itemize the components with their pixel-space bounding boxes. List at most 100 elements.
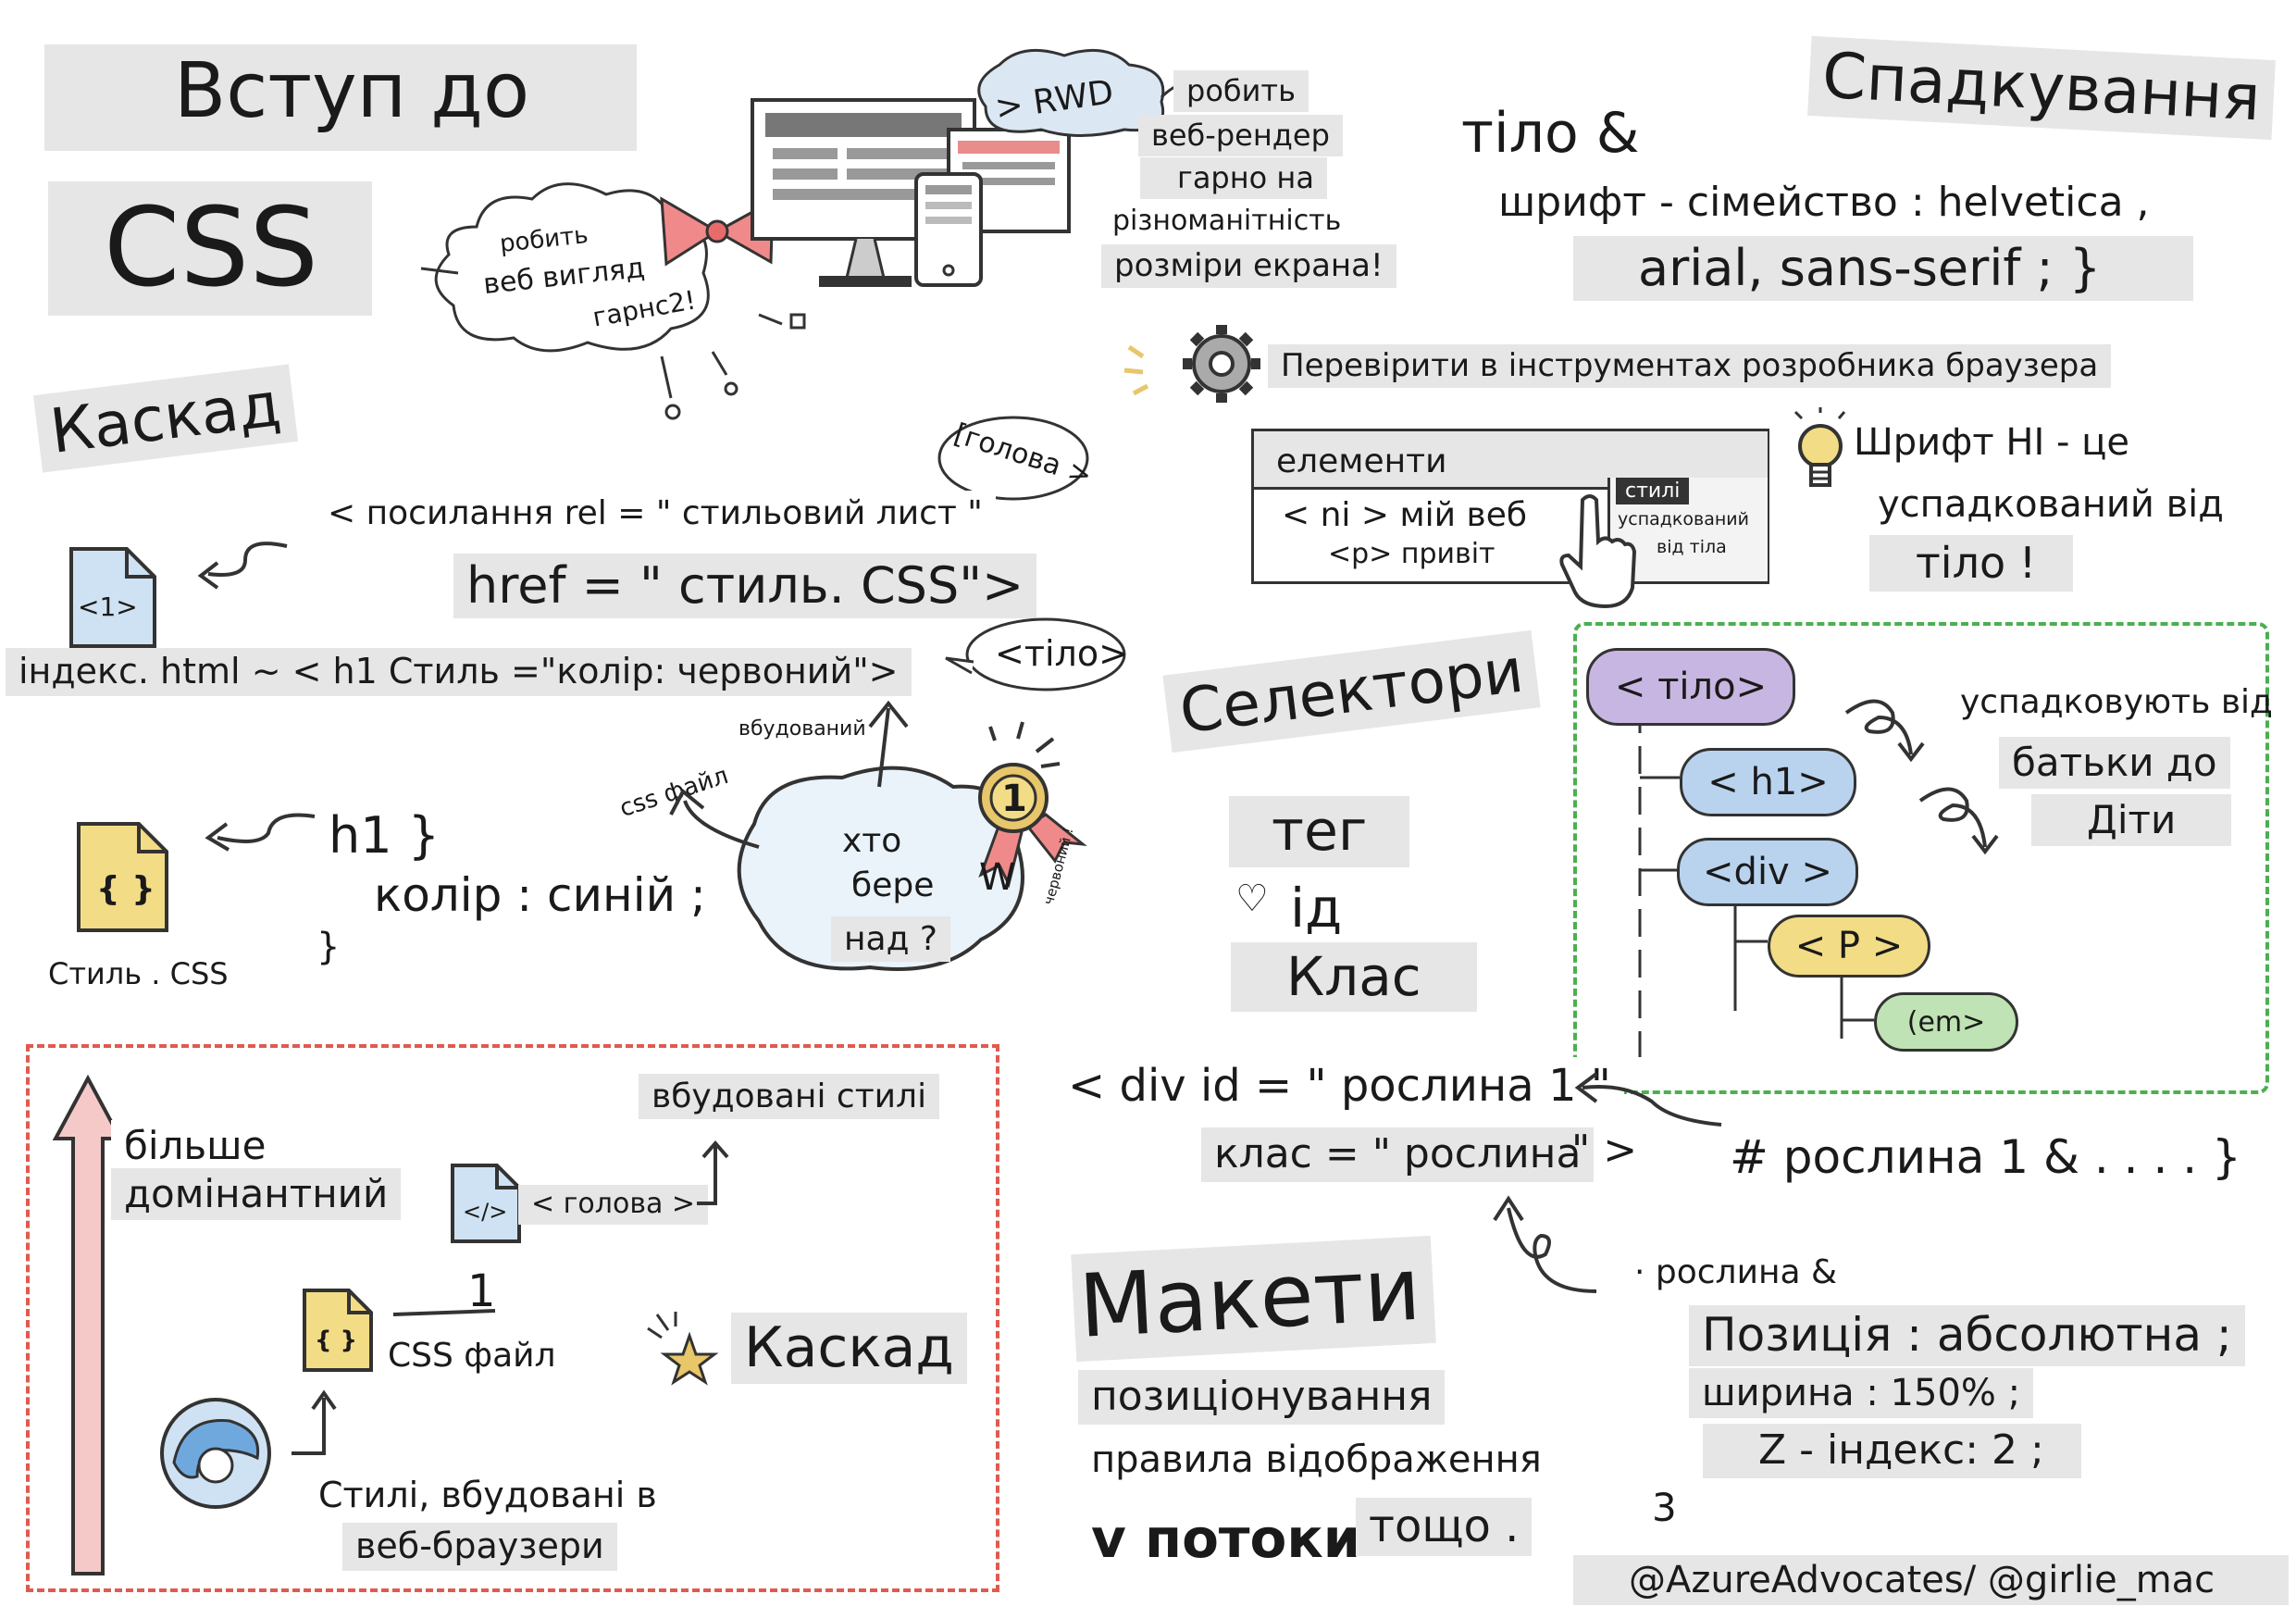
inheritance-code-1: тіло &: [1448, 98, 1653, 169]
inheritance-title: Спадкування: [1807, 35, 2276, 141]
credit: @AzureAdvocates/ @girlie_mac: [1573, 1555, 2290, 1605]
title-line2: CSS: [48, 181, 372, 316]
more-dominant-2: домінантний: [111, 1168, 402, 1221]
selectors-title: Селектори: [1162, 629, 1541, 753]
body-bubble-icon: [945, 617, 1126, 691]
devtools-styles-pane: стилі успадкований від тіла: [1607, 478, 1768, 581]
tip-line-2: успадкований від: [1865, 479, 2237, 529]
inherit-line-3: Діти: [2031, 794, 2232, 847]
selector-tag: тег: [1229, 796, 1410, 867]
href-line: href = " стиль. CSS">: [453, 554, 1037, 619]
tree-lines-icon: [1638, 705, 1874, 1057]
dangle-decor-icon: [660, 313, 806, 420]
devtools-tip: Перевірити в інструментах розробника бра…: [1268, 344, 2112, 389]
html-code-icon-text: </>: [463, 1199, 508, 1225]
browser-line-1: Стилі, вбудовані в: [305, 1472, 670, 1520]
tree-node-div: <div >: [1677, 838, 1858, 906]
html-file-icon: [69, 547, 156, 648]
class-rule-3: ширина : 150% ;: [1689, 1368, 2034, 1418]
inline-label: вбудований: [738, 717, 866, 741]
priority-number: 1: [467, 1265, 496, 1317]
link-line: < посилання rel = " стильовий лист ": [315, 491, 996, 537]
more-dominant-1: більше: [111, 1120, 279, 1173]
tree-node-em: (em>: [1874, 992, 2018, 1052]
rule-line-3: }: [316, 926, 341, 968]
rwd-line-5: розміри екрана!: [1101, 244, 1396, 289]
devtools-row-2: <p> привіт: [1328, 538, 1496, 570]
dominance-arrow-icon: [52, 1074, 124, 1575]
layout-line-3: v потоки: [1078, 1504, 1374, 1574]
title-line1: Вступ до: [44, 44, 637, 151]
curved-arrow-2-icon: [205, 813, 316, 852]
browser-arrow-icon: [292, 1389, 337, 1455]
body-bubble-text: <тіло>: [995, 633, 1128, 674]
layout-line-2: правила відображення: [1078, 1435, 1555, 1485]
browser-logo-icon: [160, 1398, 271, 1509]
selector-class: Клас: [1231, 942, 1477, 1012]
div-line-2-end: " >: [1571, 1127, 1638, 1174]
inline-line: індекс. html ~ < h1 Стиль ="колір: черво…: [6, 648, 912, 696]
inherit-arrows-icon: [1844, 699, 1999, 855]
class-rule-5: 3: [1652, 1485, 1677, 1530]
layouts-title: Макети: [1071, 1235, 1436, 1363]
priority-head-label: < голова >: [518, 1185, 709, 1225]
curved-arrow-icon: [197, 542, 288, 590]
inherit-line-1: успадковують від: [1960, 683, 2273, 721]
class-rule-arrow-icon: [1493, 1195, 1597, 1293]
rwd-line-1: робить: [1173, 70, 1309, 112]
devtools-panel: елементи < ni > мій веб <p> привіт стилі…: [1251, 429, 1769, 584]
gear-icon: [1123, 325, 1260, 403]
rule-line-2: колір : синій ;: [361, 866, 719, 927]
up-arrow-icon: [697, 1140, 729, 1205]
css-braces-text: { }: [315, 1326, 358, 1354]
devtools-from-body-label: від тіла: [1657, 537, 1727, 558]
css-braces-file-icon: [303, 1289, 373, 1372]
inherit-line-2: батьки до: [1999, 737, 2230, 790]
who-line-1: хто: [842, 822, 902, 860]
speech-cloud-icon: [420, 182, 710, 353]
css-file-caption: Стиль . CSS: [35, 953, 242, 995]
css-file-icon: [77, 822, 168, 932]
browser-line-2: веб-браузери: [342, 1523, 617, 1571]
layout-etc: тощо .: [1356, 1498, 1533, 1557]
devtools-row-1: < ni > мій веб: [1282, 496, 1528, 534]
devices-icon: [751, 98, 1071, 287]
css-file-braces: { }: [96, 870, 155, 908]
selector-id: ід: [1277, 874, 1356, 943]
question-blob-icon: [669, 700, 1024, 971]
inheritance-code-3: arial, sans-serif ; }: [1573, 236, 2193, 302]
priority-cascade: Каскад: [731, 1313, 967, 1384]
priority-css-file: CSS файл: [375, 1333, 569, 1379]
class-rule-2: Позиція : абсолютна ;: [1689, 1305, 2245, 1366]
devtools-inherited-label: успадкований: [1618, 509, 1749, 530]
div-line-1: < div id = " рослина 1 ": [1055, 1057, 1624, 1116]
devtools-styles-label[interactable]: стилі: [1616, 478, 1690, 505]
id-rule: # рослина 1 & . . . . }: [1717, 1127, 2254, 1189]
id-rule-arrow-icon: [1574, 1072, 1722, 1127]
tree-node-p: < P >: [1768, 915, 1930, 978]
inheritance-code-2: шрифт - сімейство : helvetica ,: [1485, 176, 2163, 230]
who-line-3: над ?: [831, 916, 951, 963]
medal-icon: [978, 721, 1087, 889]
div-line-2: клас = " рослина: [1201, 1127, 1595, 1182]
html-file-label: <1>: [78, 592, 138, 622]
tree-node-h1: < h1>: [1680, 748, 1856, 816]
tip-line-3: тіло !: [1869, 535, 2074, 592]
medal-w: W: [979, 856, 1016, 899]
tree-node-body: < тіло>: [1586, 648, 1795, 726]
devtools-tab-elements[interactable]: елементи: [1276, 442, 1447, 480]
rwd-line-2: веб-рендер: [1138, 115, 1343, 156]
priority-box: [26, 1044, 999, 1592]
inline-styles-label: вбудовані стилі: [639, 1074, 940, 1120]
connector-line-icon: [392, 1309, 496, 1316]
class-rule-4: Z - індекс: 2 ;: [1703, 1424, 2081, 1478]
layout-line-1: позиціонування: [1078, 1370, 1446, 1425]
cascade-title: Каскад: [32, 364, 298, 473]
rwd-line-3: гарно на: [1140, 157, 1327, 199]
tree-box: [1573, 622, 2269, 1094]
light-bulb-icon: [1793, 407, 1846, 487]
medal-number: 1: [1001, 778, 1027, 820]
heart-icon: ♡: [1235, 878, 1269, 920]
rwd-line-4: різноманітність: [1099, 202, 1355, 242]
star-icon: [647, 1312, 719, 1386]
